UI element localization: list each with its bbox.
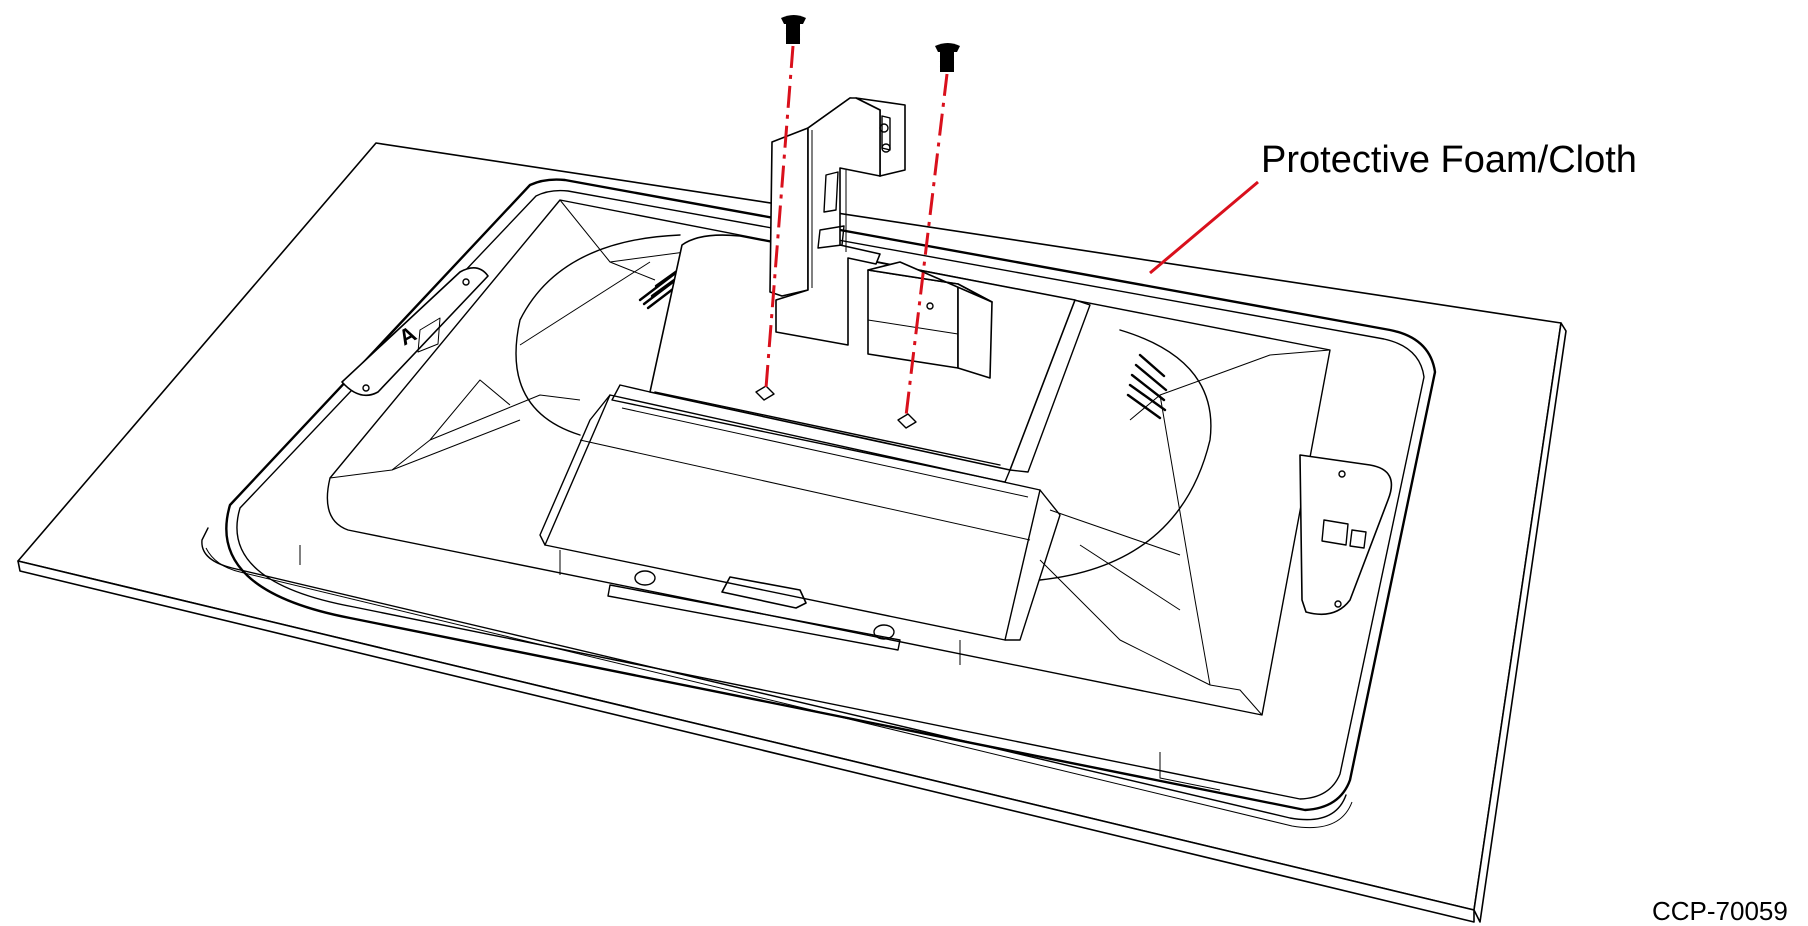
- screw-hole: [897, 413, 917, 429]
- alignment-guide: [764, 45, 949, 417]
- callout-leader: [1149, 180, 1259, 275]
- latch-panel-right: [1299, 454, 1393, 616]
- screw-hole: [755, 385, 775, 401]
- screw-icon: [935, 43, 960, 72]
- mounting-bracket: [755, 97, 993, 429]
- figure-id: CCP-70059: [1652, 896, 1788, 926]
- screw-icon: [781, 15, 806, 44]
- latch-panel-left: [341, 267, 489, 397]
- vent-grille-right: [1126, 353, 1168, 420]
- callout-label: Protective Foam/Cloth: [1261, 139, 1637, 181]
